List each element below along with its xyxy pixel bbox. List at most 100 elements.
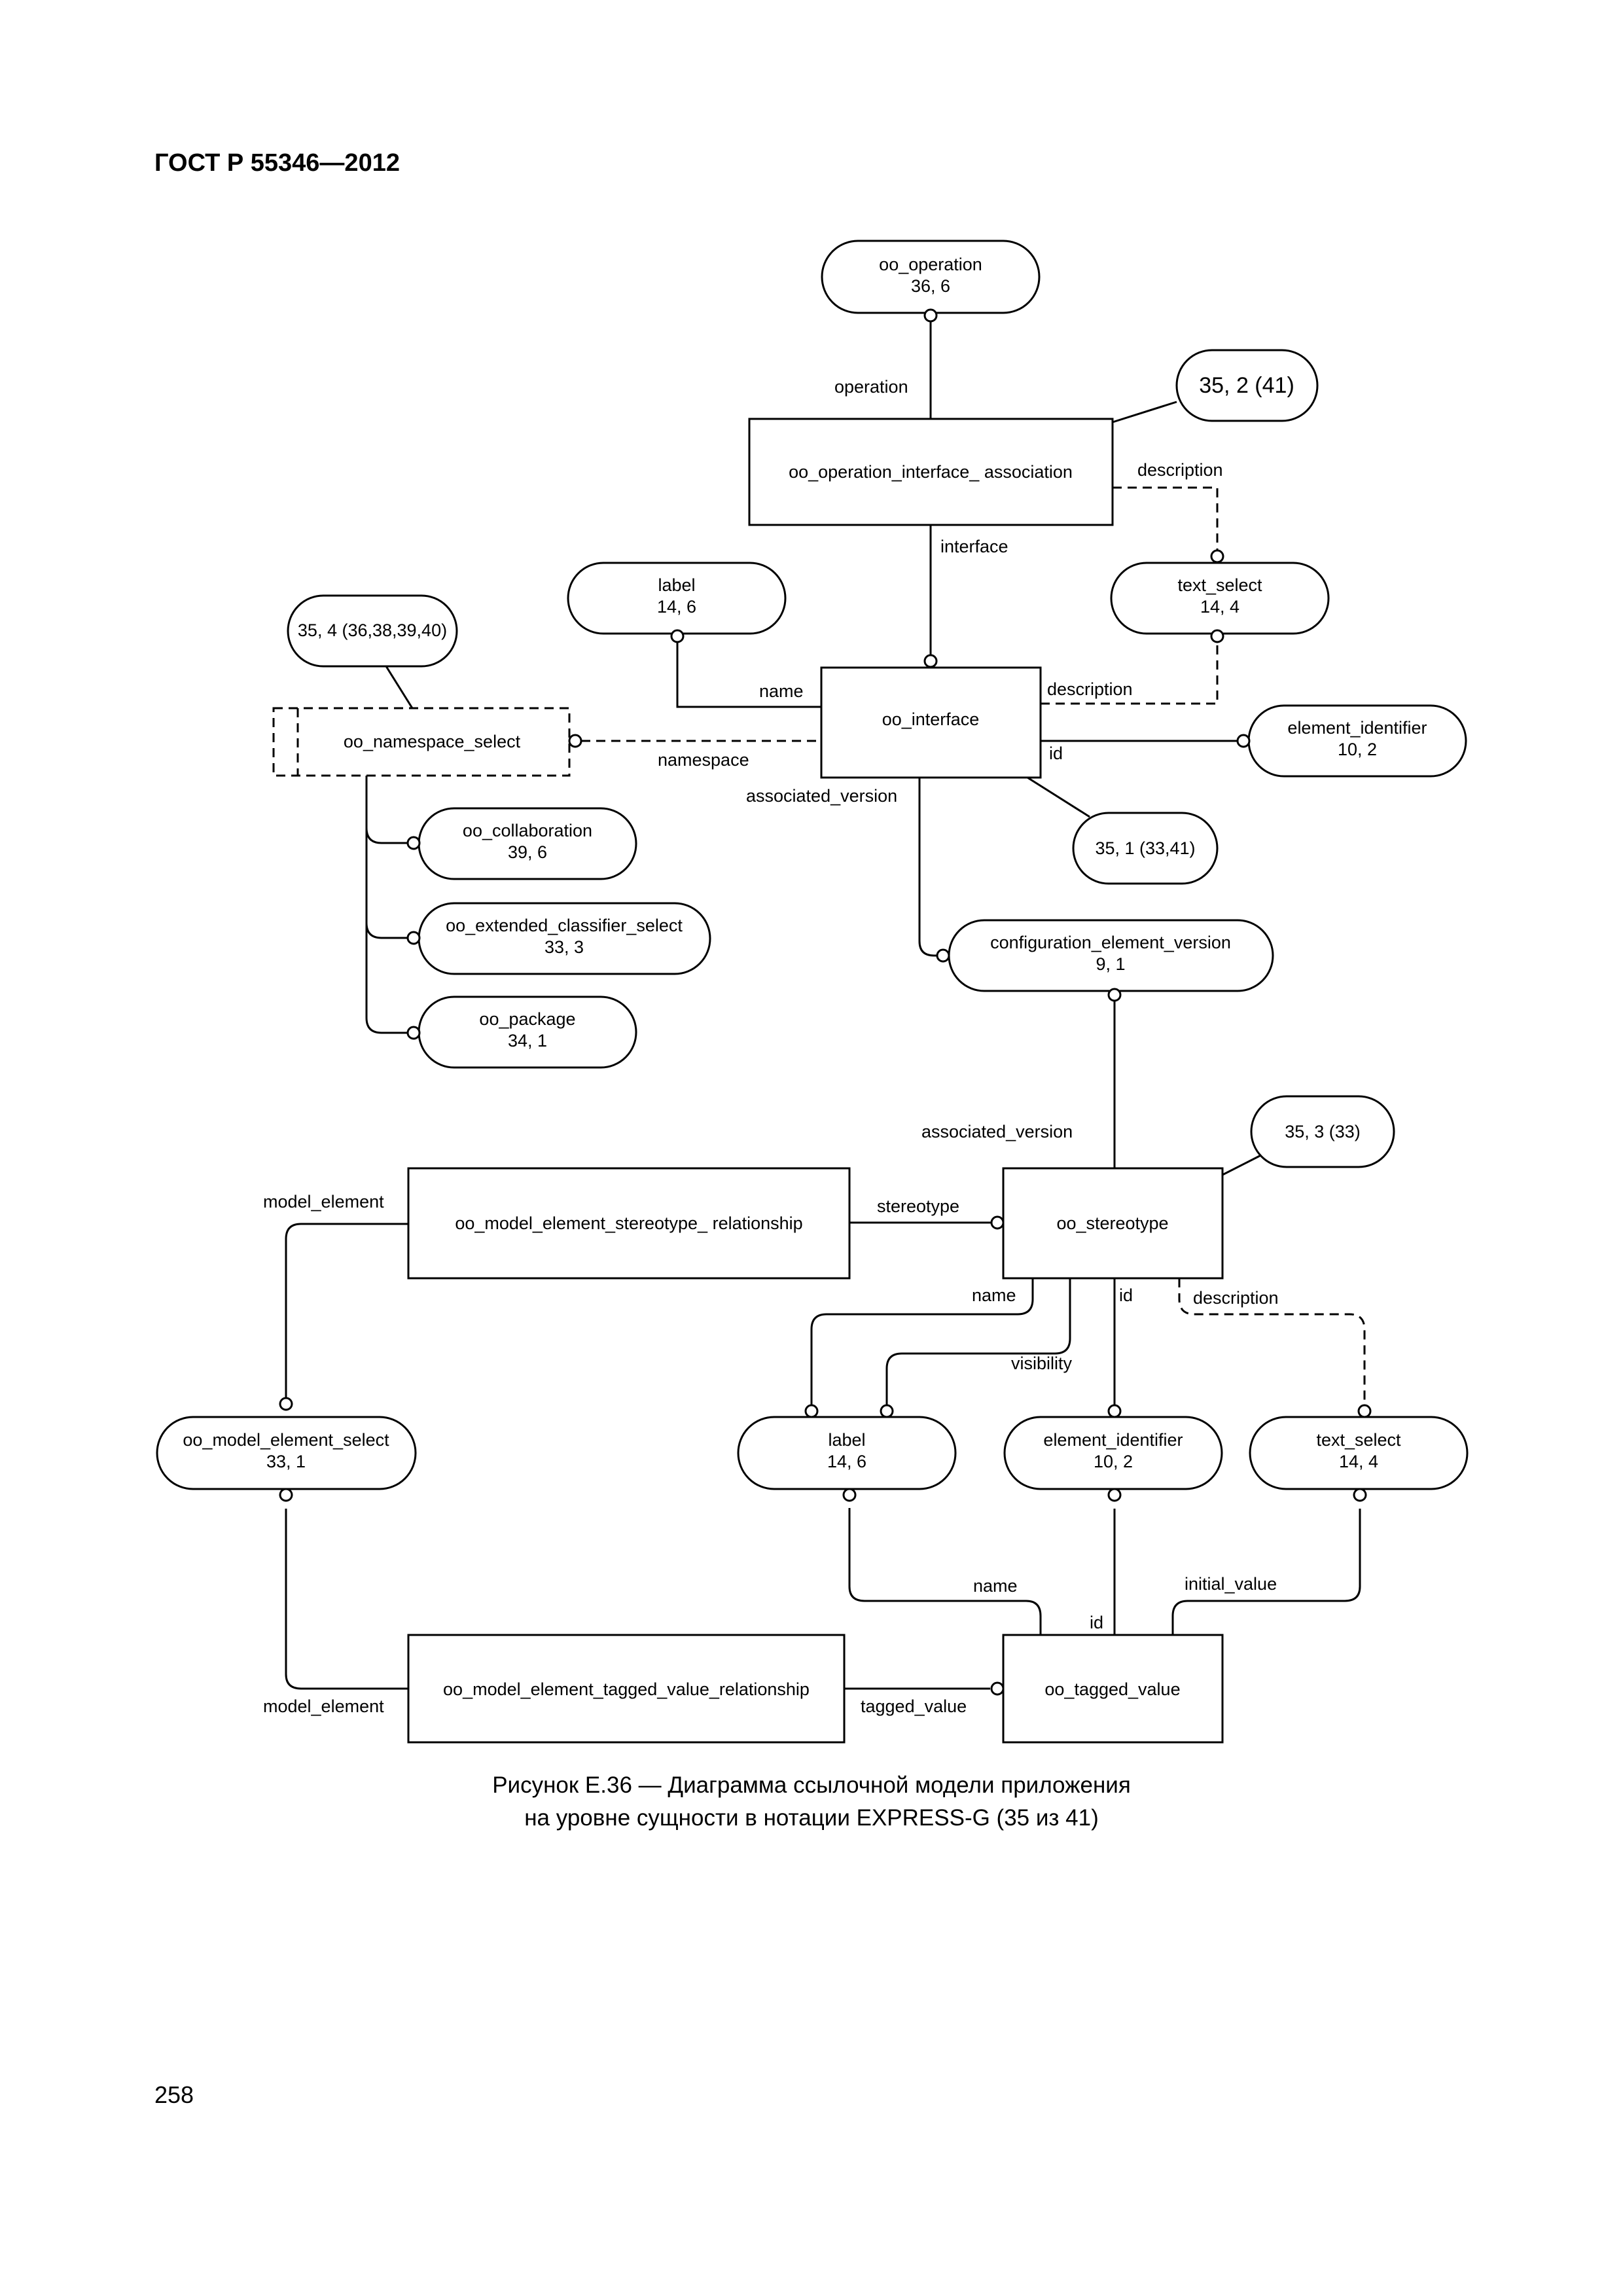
edge-name-tagged xyxy=(848,1508,1042,1635)
end-circle xyxy=(1236,734,1251,748)
entity-oo-model-element-stereotype-relationship xyxy=(407,1167,851,1280)
edge-label: description xyxy=(1047,679,1133,699)
end-circle xyxy=(1353,1488,1367,1502)
end-circle xyxy=(923,654,938,668)
node-text: 9, 1 xyxy=(1096,954,1125,974)
end-circle xyxy=(670,629,685,643)
end-circle xyxy=(842,1488,857,1502)
end-circle xyxy=(406,1026,421,1040)
entity-oo-operation-interface-association xyxy=(748,418,1114,526)
edge-label: tagged_value xyxy=(861,1696,967,1716)
end-circle xyxy=(406,931,421,945)
node-text: 10, 2 xyxy=(1094,1452,1133,1471)
edge-label: id xyxy=(1090,1613,1103,1632)
edge-ref-35-4 xyxy=(385,666,414,709)
node-text: oo_namespace_select xyxy=(344,732,521,751)
edge-model-element-top xyxy=(285,1223,408,1397)
node-text: oo_stereotype xyxy=(1056,1213,1168,1233)
node-text: configuration_element_version xyxy=(990,933,1231,952)
edge-label: name xyxy=(973,1576,1018,1596)
end-circle xyxy=(990,1681,1005,1696)
end-circle xyxy=(406,836,421,850)
end-circle xyxy=(568,734,582,748)
select-oo-namespace-select xyxy=(272,707,571,777)
edge-ref-35-1 xyxy=(1027,776,1090,818)
node-text: oo_model_element_select xyxy=(183,1430,389,1450)
end-circle xyxy=(279,1397,293,1411)
end-circle xyxy=(1107,1404,1122,1418)
edge-label: name xyxy=(972,1285,1016,1305)
node-text: oo_operation xyxy=(879,255,982,274)
edge-associated-version-interface xyxy=(918,778,944,957)
ref-35-4 xyxy=(287,594,458,668)
end-circle xyxy=(804,1404,819,1418)
node-text: oo_collaboration xyxy=(463,821,592,840)
edge-label: associated_version xyxy=(921,1122,1073,1141)
node-text: 33, 3 xyxy=(544,937,584,957)
edge-label: operation xyxy=(834,377,908,397)
end-circle xyxy=(1107,1488,1122,1502)
node-text: label xyxy=(828,1430,865,1450)
edge-label: namespace xyxy=(658,750,749,770)
edge-label: id xyxy=(1049,744,1063,763)
node-text: 14, 6 xyxy=(827,1452,866,1471)
node-text: 14, 6 xyxy=(657,597,696,617)
node-text: 33, 1 xyxy=(266,1452,306,1471)
node-text: oo_package xyxy=(479,1009,575,1029)
edge-ref-35-3 xyxy=(1222,1155,1260,1176)
node-text: 35, 1 (33,41) xyxy=(1095,838,1195,858)
edge-visibility xyxy=(885,1278,1071,1410)
node-text: text_select xyxy=(1177,575,1262,595)
edge-model-element-bottom xyxy=(285,1509,408,1690)
edge-label: interface xyxy=(940,537,1008,556)
page-number: 258 xyxy=(154,2081,194,2108)
node-text: 14, 4 xyxy=(1200,597,1240,617)
node-text: oo_extended_classifier_select xyxy=(446,916,683,935)
node-text: 35, 3 (33) xyxy=(1285,1122,1361,1141)
node-text: oo_model_element_tagged_value_relationsh… xyxy=(443,1679,810,1699)
document-header: ГОСТ Р 55346—2012 xyxy=(154,149,400,177)
edge-label: name xyxy=(759,681,804,701)
end-circle xyxy=(1210,549,1224,564)
edge-ref-35-2 xyxy=(1112,401,1177,423)
figure-caption-line-1: Рисунок Е.36 — Диаграмма ссылочной модел… xyxy=(492,1772,1131,1798)
edge-label: visibility xyxy=(1011,1354,1073,1373)
edge-label: associated_version xyxy=(746,786,897,806)
end-circle xyxy=(990,1215,1005,1230)
edge-label: stereotype xyxy=(877,1196,959,1216)
node-text: oo_tagged_value xyxy=(1044,1679,1180,1699)
edge-description-interface xyxy=(1041,639,1219,705)
end-circle xyxy=(880,1404,894,1418)
edge-initial-value xyxy=(1171,1509,1361,1635)
node-text: oo_operation_interface_ association xyxy=(789,462,1073,482)
node-text: element_identifier xyxy=(1043,1430,1183,1450)
edge-label: description xyxy=(1193,1288,1279,1308)
edge-label: description xyxy=(1137,460,1223,480)
edge-description-stereotype xyxy=(1178,1278,1366,1410)
node-text: element_identifier xyxy=(1287,718,1427,738)
node-text: 39, 6 xyxy=(508,842,547,862)
node-text: oo_interface xyxy=(882,709,980,729)
end-circle xyxy=(923,308,938,323)
ref-35-2 xyxy=(1175,349,1319,422)
end-circle xyxy=(936,948,950,963)
ref-35-1 xyxy=(1072,812,1219,885)
node-text: oo_model_element_stereotype_ relationshi… xyxy=(455,1213,802,1233)
node-text: 35, 2 (41) xyxy=(1199,373,1294,398)
edge-label: id xyxy=(1119,1285,1133,1305)
end-circle xyxy=(279,1488,293,1502)
end-circle xyxy=(1107,988,1122,1002)
node-text: 35, 4 (36,38,39,40) xyxy=(298,620,447,640)
edge-name-interface xyxy=(676,639,821,708)
node-text: label xyxy=(658,575,695,595)
node-text: 10, 2 xyxy=(1338,740,1377,759)
edge-label: model_element xyxy=(263,1192,384,1211)
end-circle xyxy=(1357,1404,1372,1418)
ref-35-3 xyxy=(1250,1095,1395,1168)
edge-name-stereotype xyxy=(810,1278,1034,1410)
edge-select-tree xyxy=(365,776,414,1034)
end-circle xyxy=(1210,629,1224,643)
node-text: 34, 1 xyxy=(508,1031,547,1050)
edge-label: initial_value xyxy=(1185,1574,1277,1594)
